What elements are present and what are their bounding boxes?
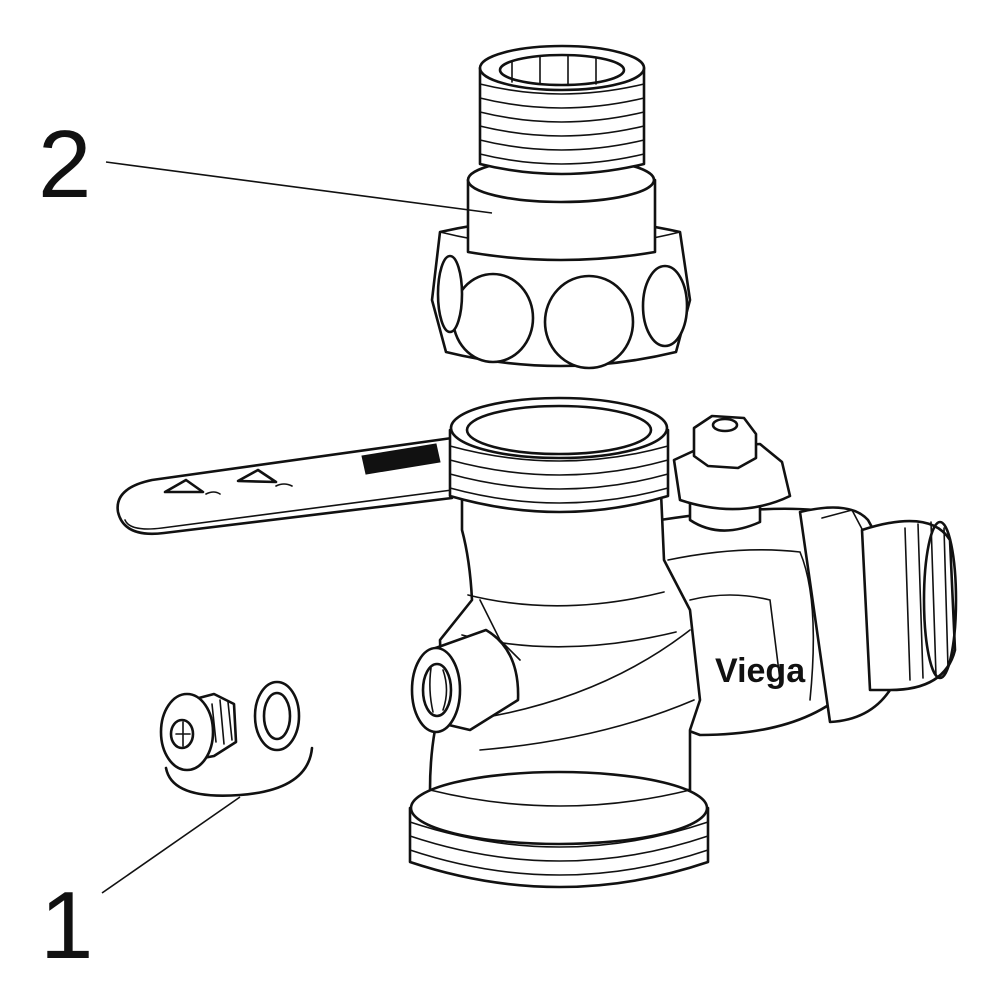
- plug-screw: [159, 692, 238, 772]
- ball-valve-body: Viega: [116, 396, 958, 889]
- callout-1-leader-line: [101, 796, 241, 894]
- tee-bottom-thread: [408, 770, 710, 889]
- callout-2-leader-line: [105, 161, 493, 214]
- spindle-hex-nut: [672, 414, 792, 532]
- seal-ring: [253, 680, 301, 752]
- union-adapter-part: [430, 44, 692, 370]
- tee-top-thread: [448, 396, 670, 514]
- outlet-connection: [798, 506, 958, 724]
- valve-lever-handle[interactable]: [116, 436, 454, 536]
- group-brace: [164, 746, 314, 797]
- callout-1: 1: [40, 796, 241, 979]
- adapter-male-thread: [478, 44, 646, 176]
- brand-logo: Viega: [715, 652, 806, 690]
- tee-body: [428, 468, 702, 792]
- callout-1-number: 1: [40, 872, 93, 979]
- callout-2-number: 2: [38, 111, 91, 218]
- side-test-port: [410, 628, 520, 734]
- callout-2: 2: [38, 111, 493, 218]
- plug-screw-part: [159, 680, 314, 797]
